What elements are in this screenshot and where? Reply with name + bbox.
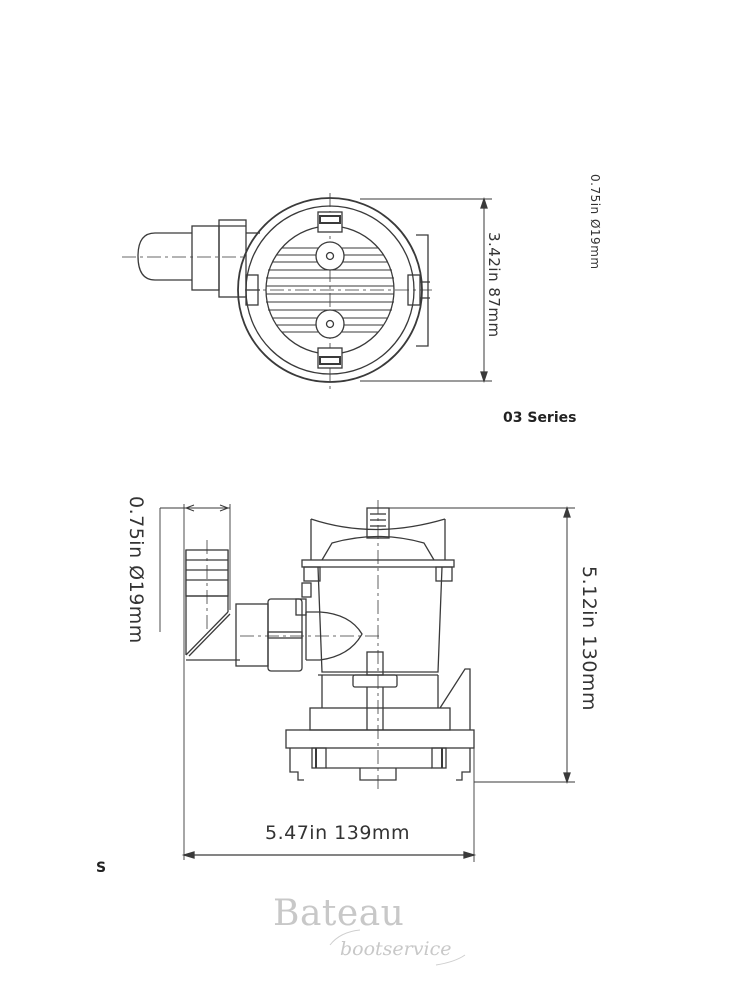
top-screw-boss-lower [315, 309, 345, 339]
corner-label: S [96, 860, 107, 876]
series-label: 03 Series [503, 410, 577, 426]
top-outlet-nut-2 [218, 219, 247, 298]
top-view-height-dimension: 3.42in 87mm [485, 232, 503, 338]
side-view [159, 500, 575, 862]
watermark-sub: bootservice [340, 938, 452, 960]
watermark-brand: Bateau [273, 893, 405, 934]
side-view-outlet-dimension: 0.75in Ø19mm [125, 496, 147, 644]
side-view-width-dimension: 5.47in 139mm [265, 822, 410, 844]
top-view-outlet-dimension: 0.75in Ø19mm [588, 174, 602, 270]
top-outlet-nut-1 [191, 225, 220, 291]
top-screw-boss-upper [315, 241, 345, 271]
side-view-height-dimension: 5.12in 130mm [578, 566, 600, 711]
top-outlet-nozzle [137, 232, 192, 281]
top-view [122, 193, 492, 390]
watermark-swoosh [329, 929, 466, 966]
top-outer-ring [237, 197, 423, 383]
